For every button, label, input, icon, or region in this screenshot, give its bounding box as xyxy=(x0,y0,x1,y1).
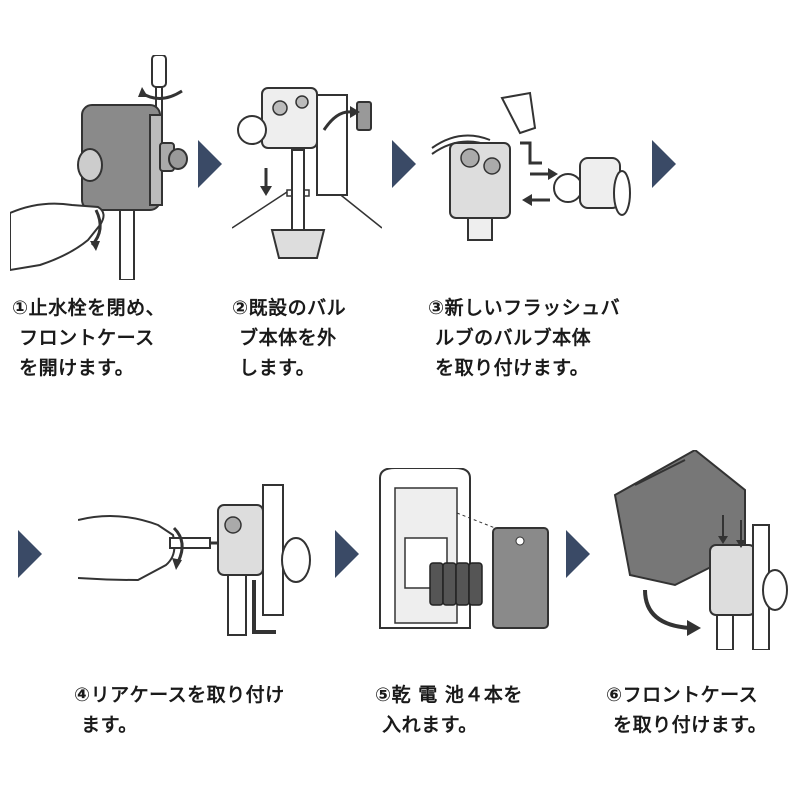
step3-illustration xyxy=(431,91,631,241)
step-arrow-1-2 xyxy=(198,140,222,188)
step-arrow-2-3 xyxy=(392,140,416,188)
step3-caption: ③新しいフラッシュバ ルブのバルブ本体 を取り付けます。 xyxy=(428,297,621,379)
step2-illustration xyxy=(232,87,382,259)
step-arrow-3-next xyxy=(652,140,676,188)
step-arrow-4-5 xyxy=(335,530,359,578)
step4-illustration xyxy=(78,484,311,636)
step1-illustration xyxy=(10,55,188,280)
step4-caption: ④リアケースを取り付け ます。 xyxy=(74,684,285,736)
step5-caption: ⑤乾 電 池４本を 入れます。 xyxy=(375,684,523,736)
step1-caption: ①止水栓を閉め、 フロントケース を開けます。 xyxy=(12,297,166,379)
step2-caption: ②既設のバル ブ本体を外 します。 xyxy=(232,297,347,379)
step-arrow-prev-4 xyxy=(18,530,42,578)
step-arrow-5-6 xyxy=(566,530,590,578)
step6-caption: ⑥フロントケース を取り付けます。 xyxy=(606,684,768,736)
step5-illustration xyxy=(379,468,549,629)
step6-illustration xyxy=(613,450,788,650)
